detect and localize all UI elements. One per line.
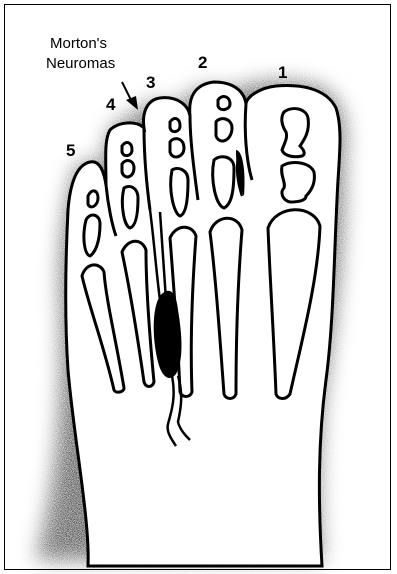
toe-number-5: 5 (66, 141, 75, 160)
callout-line-1: Morton's (50, 35, 107, 52)
toe-number-2: 2 (198, 53, 207, 72)
toe-number-1: 1 (278, 63, 287, 82)
callout-line-2: Neuromas (46, 55, 115, 72)
toe-number-4: 4 (106, 95, 116, 114)
toe-number-3: 3 (146, 73, 155, 92)
callout-arrow (122, 82, 138, 110)
